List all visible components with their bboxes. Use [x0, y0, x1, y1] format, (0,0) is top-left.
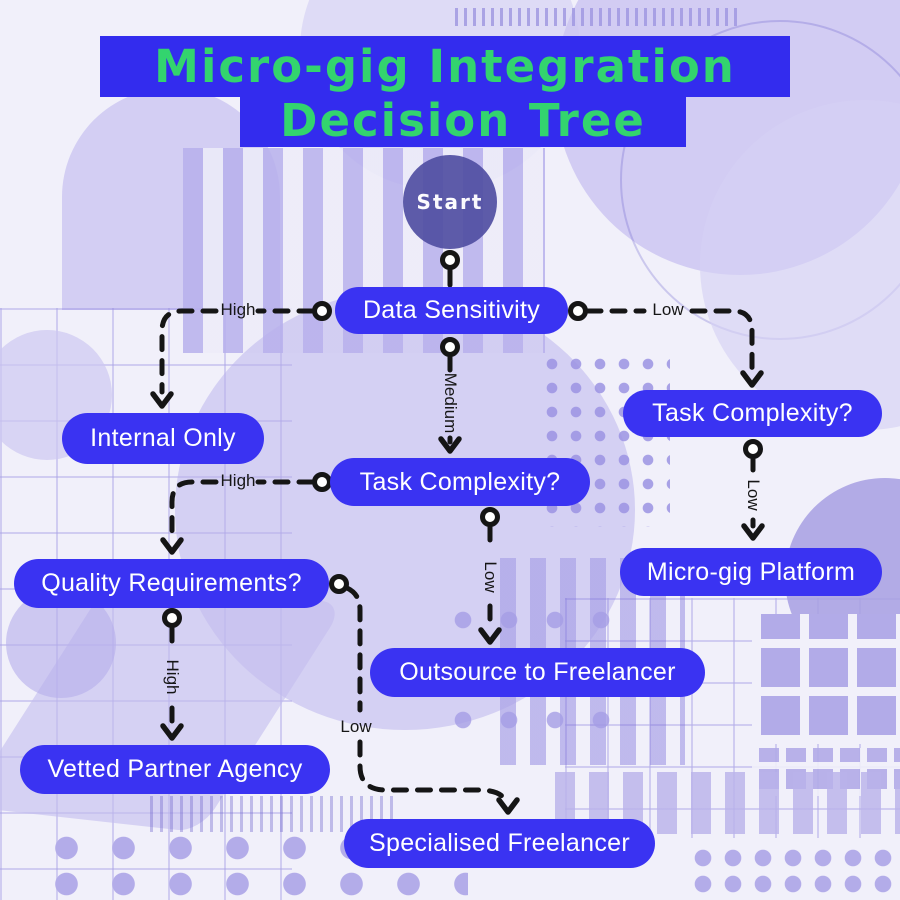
- edge-label-high-task-complexity: High: [220, 471, 256, 490]
- edge-start-data-sensitivity: [440, 250, 460, 288]
- node-micro-gig-platform: Micro-gig Platform: [620, 548, 882, 596]
- edge-label-low-right-column: Low: [744, 479, 763, 511]
- node-outsource-to-freelancer: Outsource to Freelancer: [370, 648, 705, 697]
- edge-task-complexity-micro-gig-platform: [741, 439, 765, 541]
- title-line-1: Micro-gig Integration: [100, 36, 790, 97]
- node-task-complexity-right: Task Complexity?: [623, 390, 882, 437]
- node-vetted-partner-agency: Vetted Partner Agency: [20, 745, 330, 794]
- edge-label-high-left: High: [220, 300, 256, 319]
- node-quality-requirements: Quality Requirements?: [14, 559, 329, 608]
- edge-label-low-right: Low: [652, 300, 684, 319]
- edge-label-low-center: Low: [481, 561, 500, 593]
- title-line-2: Decision Tree: [240, 97, 686, 147]
- node-task-complexity-center: Task Complexity?: [330, 458, 590, 506]
- node-specialised-freelancer: Specialised Freelancer: [344, 819, 655, 868]
- edge-label-low-quality: Low: [340, 717, 372, 736]
- node-internal-only: Internal Only: [62, 413, 264, 464]
- edge-label-high-quality: High: [163, 659, 182, 695]
- edge-label-medium: Medium: [441, 372, 460, 434]
- start-node: Start: [403, 155, 497, 249]
- node-data-sensitivity: Data Sensitivity: [335, 287, 568, 334]
